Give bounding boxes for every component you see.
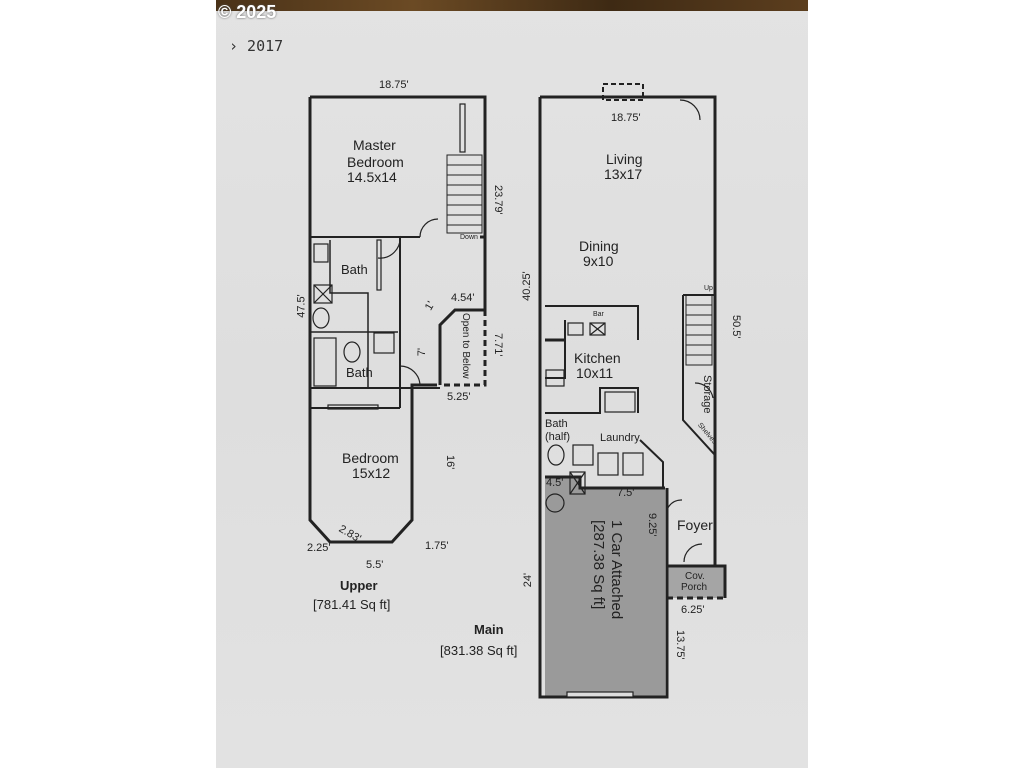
storage-label: Storage <box>701 375 713 414</box>
upper-dim-hall: 4.54' <box>451 292 475 304</box>
stairs-down-label: Down <box>460 234 478 241</box>
garage-dim-24: 24' <box>522 572 535 588</box>
bath-label-1: Bath <box>341 262 368 277</box>
porch-label-2: Porch <box>681 582 708 593</box>
upper-fixtures <box>312 103 466 410</box>
living-size: 13x17 <box>604 166 643 182</box>
garage-fill <box>545 593 665 697</box>
master-bedroom-label: Master <box>353 137 396 153</box>
wood-table-edge <box>216 0 808 11</box>
main-stairs <box>685 294 713 366</box>
porch-fill <box>667 566 725 598</box>
open-to-below-label: Open to Below <box>460 313 471 379</box>
kitchen-size: 10x11 <box>576 365 614 381</box>
paper-sheet <box>216 0 808 768</box>
laundry-label: Laundry <box>600 432 640 444</box>
foyer-label: Foyer <box>677 517 713 533</box>
bedroom-label: Bedroom <box>342 450 399 466</box>
upper-dim-bay-bottom: 5.5' <box>366 559 384 571</box>
stairs-up-label: Up <box>704 285 713 292</box>
upper-dim-top: 18.75' <box>379 79 409 91</box>
master-bedroom-size: 14.5x14 <box>347 169 397 185</box>
main-dim-bottom-right: 13.75' <box>674 630 686 660</box>
main-floor-title: Main <box>474 622 504 637</box>
garage-label: 1 Car Attached <box>608 520 625 620</box>
half-bath-label: Bath <box>545 418 568 430</box>
half-bath-sub-label: (half) <box>545 431 571 443</box>
main-dim-top: 18.75' <box>611 112 641 124</box>
garage-dim-4-5: 4.5' <box>546 477 564 489</box>
dining-label: Dining <box>579 238 619 254</box>
copyright-watermark: © 2025 <box>218 2 277 22</box>
date-stamp: › 2017 <box>229 37 284 55</box>
bath-label-2: Bath <box>346 365 373 380</box>
upper-dim-open-right: 7.71' <box>492 333 504 357</box>
open-to-below-dashed <box>440 310 487 387</box>
garage-dim-9-25: 9.25' <box>646 513 658 537</box>
upper-stairs <box>446 154 483 234</box>
main-dim-left: 40.25' <box>520 271 533 301</box>
upper-dim-right: 23.79' <box>492 185 504 215</box>
porch-dim: 6.25' <box>681 604 705 616</box>
upper-floor-area: [781.41 Sq ft] <box>313 597 391 612</box>
bar-label: Bar <box>593 311 604 318</box>
upper-floor-walls <box>308 95 487 544</box>
upper-floor-title: Upper <box>340 578 378 593</box>
upper-dim-16: 16' <box>444 455 456 470</box>
living-label: Living <box>606 151 643 167</box>
main-floor-area: [831.38 Sq ft] <box>440 643 518 658</box>
upper-dim-bay-left: 2.25' <box>307 542 331 554</box>
garage-area: [287.38 Sq ft] <box>590 520 607 610</box>
kitchen-label: Kitchen <box>574 350 621 366</box>
porch-label-1: Cov. <box>685 571 705 582</box>
upper-dim-left: 47.5' <box>295 294 308 318</box>
upper-dim-open-bottom: 5.25' <box>447 391 471 403</box>
main-dim-right: 50.5' <box>730 315 742 339</box>
master-bedroom-label-2: Bedroom <box>347 154 404 170</box>
main-fixtures <box>545 99 714 698</box>
garage-dim-7-5: 7.5' <box>617 487 635 499</box>
dining-size: 9x10 <box>583 253 614 269</box>
chimney-bumpout <box>602 83 644 101</box>
upper-dim-7: 7' <box>416 347 429 357</box>
upper-dim-bay-right: 1.75' <box>425 540 449 552</box>
bedroom-size: 15x12 <box>352 465 391 481</box>
